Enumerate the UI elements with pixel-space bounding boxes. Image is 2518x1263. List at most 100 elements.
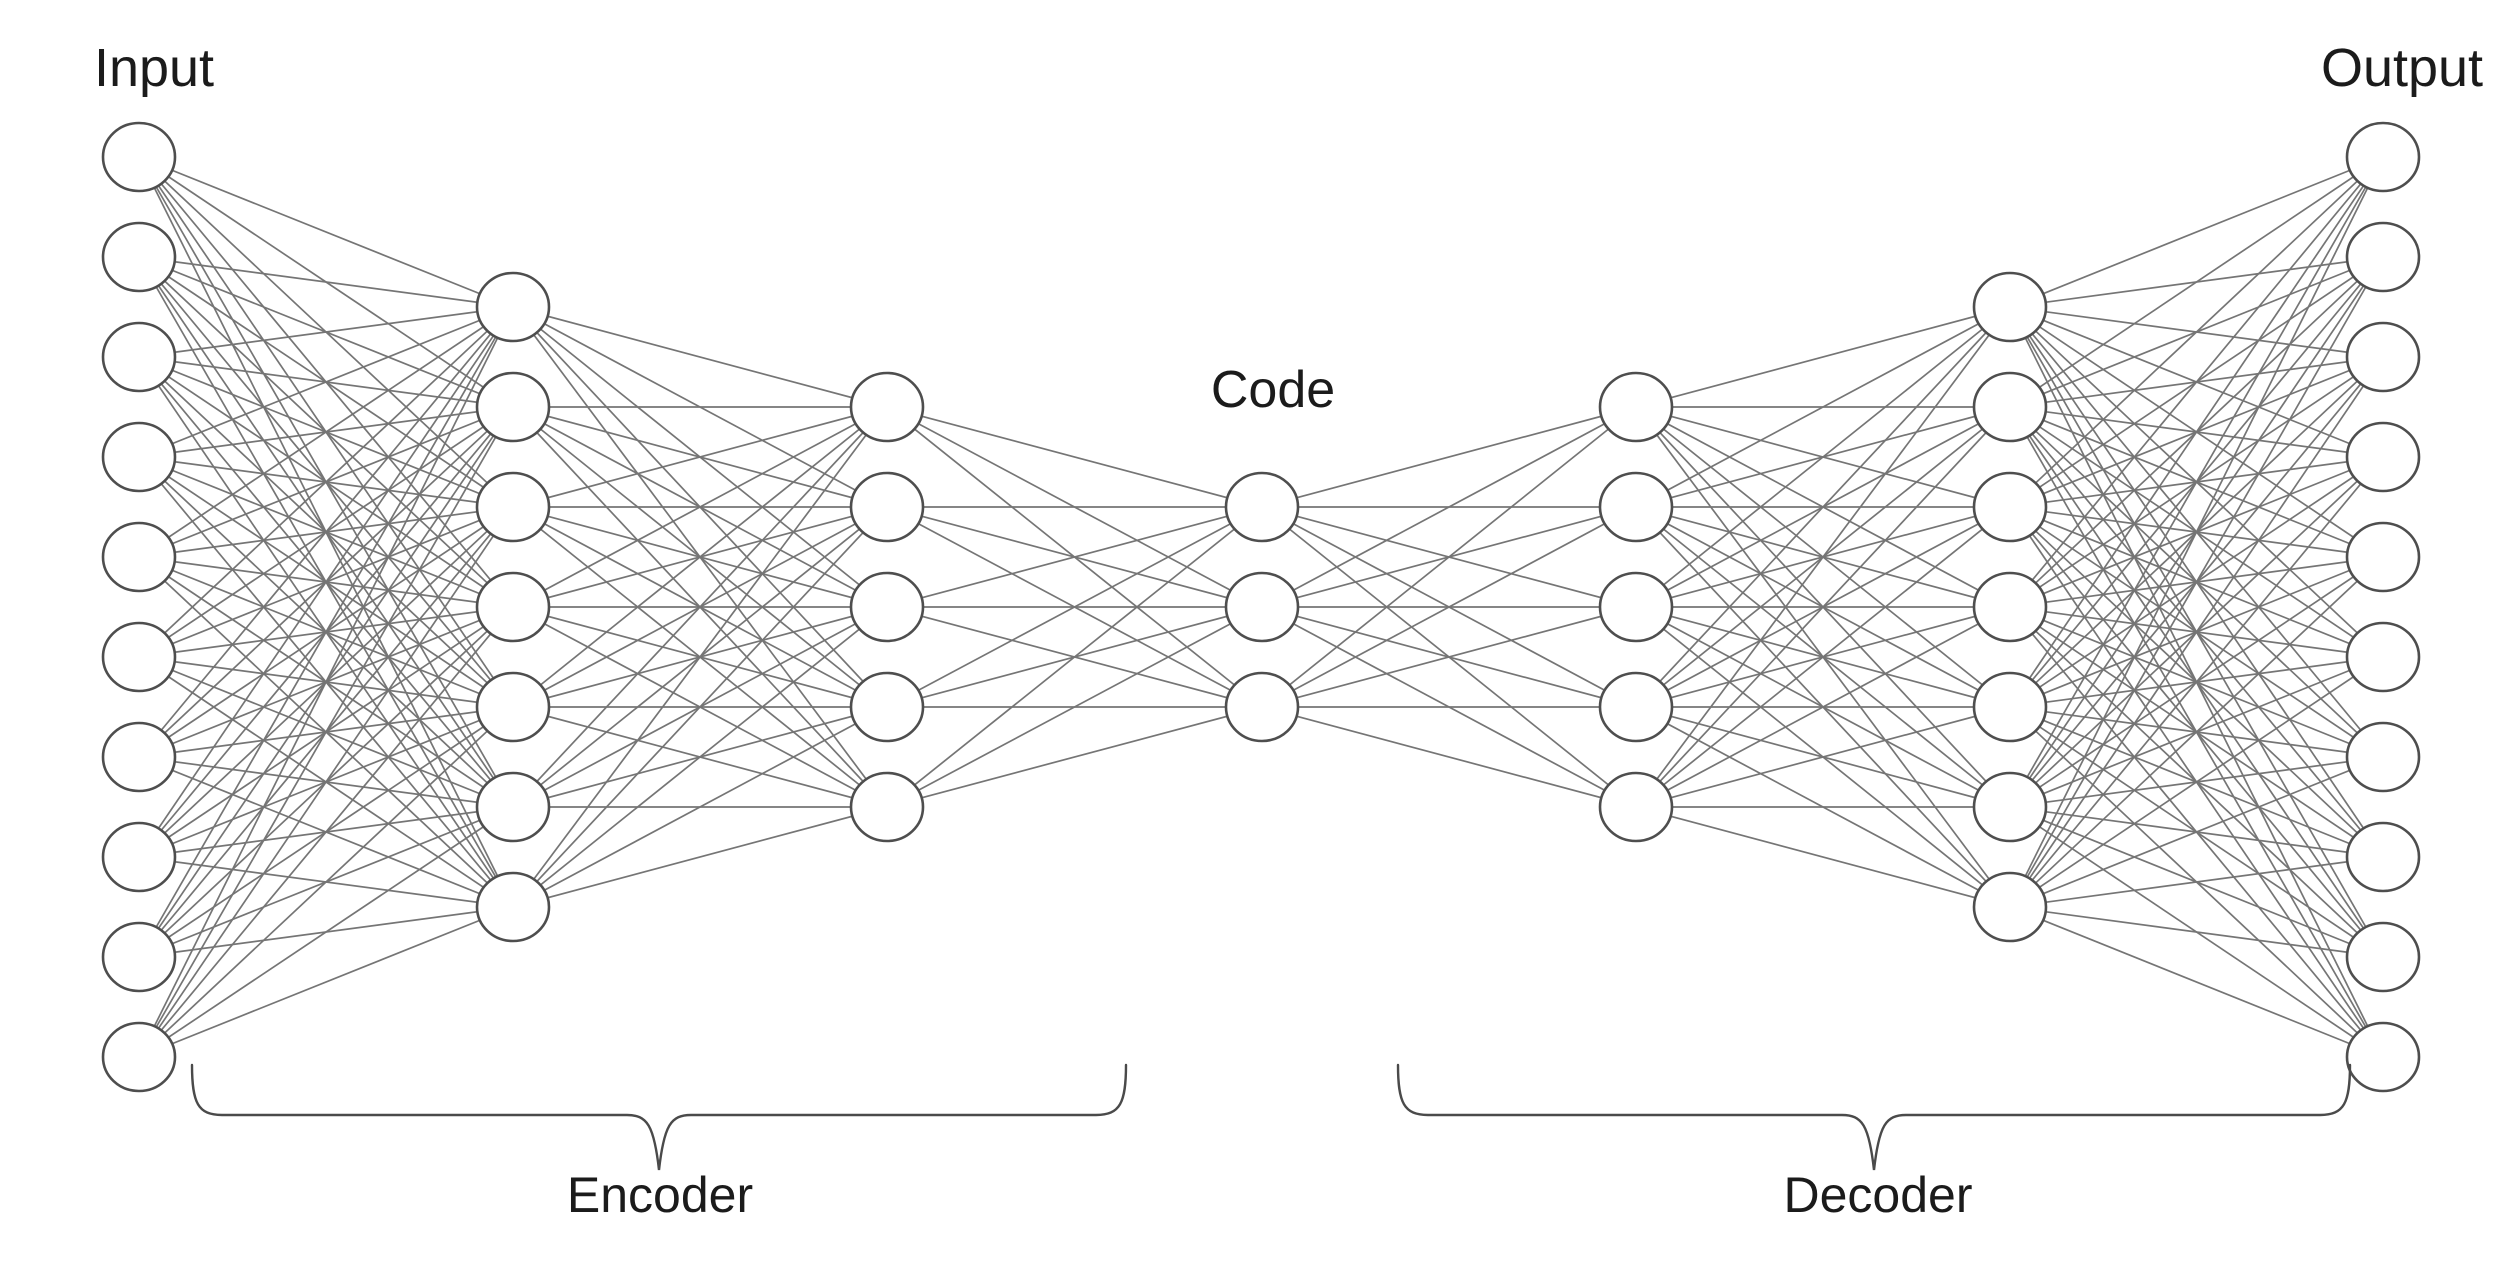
edge-input-to-encoder-hidden-1	[138, 506, 514, 1058]
layer-input	[101, 121, 177, 1093]
node-output-1	[2345, 121, 2421, 193]
node-output-7	[2345, 721, 2421, 793]
label-decoder: Decoder	[1784, 1167, 1973, 1223]
edge-encoder-hidden-1-to-encoder-hidden-2	[512, 406, 888, 908]
node-input-8	[101, 821, 177, 893]
edge-encoder-hidden-1-to-encoder-hidden-2	[512, 406, 888, 708]
node-input-4	[101, 421, 177, 493]
edge-decoder-hidden-1-to-decoder-hidden-2	[1635, 606, 2011, 808]
layer-decoder-hidden-1	[1598, 371, 1674, 843]
edge-input-to-encoder-hidden-1	[138, 406, 514, 1058]
edge-decoder-hidden-1-to-decoder-hidden-2	[1635, 306, 2011, 808]
node-output-2	[2345, 221, 2421, 293]
edges-group	[138, 156, 2384, 1058]
edge-decoder-hidden-2-to-output	[2009, 156, 2384, 708]
edge-input-to-encoder-hidden-1	[138, 306, 514, 458]
node-decoder-hidden-2-2	[1972, 371, 2048, 443]
edge-decoder-hidden-1-to-decoder-hidden-2	[1635, 506, 2011, 808]
edge-code-to-decoder-hidden-1	[1261, 506, 1637, 708]
edge-decoder-hidden-2-to-output	[2009, 906, 2384, 1058]
edge-code-to-decoder-hidden-1	[1261, 406, 1637, 608]
node-encoder-hidden-1-1	[475, 271, 551, 343]
edge-input-to-encoder-hidden-1	[138, 256, 514, 308]
node-input-5	[101, 521, 177, 593]
edge-encoder-hidden-2-to-code	[886, 506, 1263, 708]
edge-decoder-hidden-2-to-output	[2009, 156, 2384, 508]
edge-input-to-encoder-hidden-1	[138, 306, 514, 358]
node-decoder-hidden-2-3	[1972, 471, 2048, 543]
layer-encoder-hidden-1	[475, 271, 551, 943]
edge-input-to-encoder-hidden-1	[138, 306, 514, 758]
node-decoder-hidden-2-1	[1972, 271, 2048, 343]
edge-code-to-decoder-hidden-1	[1261, 706, 1637, 808]
node-input-10	[101, 1021, 177, 1093]
edge-decoder-hidden-2-to-output	[2009, 356, 2384, 908]
edge-decoder-hidden-2-to-output	[2009, 556, 2384, 908]
edge-decoder-hidden-2-to-output	[2009, 156, 2384, 308]
node-output-5	[2345, 521, 2421, 593]
node-encoder-hidden-1-6	[475, 771, 551, 843]
edge-input-to-encoder-hidden-1	[138, 306, 514, 858]
node-input-9	[101, 921, 177, 993]
decoder-brace	[1396, 1063, 2352, 1171]
node-encoder-hidden-2-5	[849, 771, 925, 843]
node-encoder-hidden-1-7	[475, 871, 551, 943]
node-input-7	[101, 721, 177, 793]
node-output-10	[2345, 1021, 2421, 1093]
node-encoder-hidden-2-1	[849, 371, 925, 443]
edge-decoder-hidden-1-to-decoder-hidden-2	[1635, 306, 2011, 708]
edge-decoder-hidden-2-to-output	[2009, 156, 2384, 808]
edge-input-to-encoder-hidden-1	[138, 156, 514, 308]
node-output-9	[2345, 921, 2421, 993]
label-output: Output	[2321, 38, 2483, 98]
node-encoder-hidden-1-3	[475, 471, 551, 543]
layer-code	[1224, 471, 1300, 743]
edge-input-to-encoder-hidden-1	[138, 706, 514, 1058]
edge-code-to-decoder-hidden-1	[1261, 406, 1637, 708]
node-input-1	[101, 121, 177, 193]
edge-encoder-hidden-1-to-encoder-hidden-2	[512, 406, 888, 608]
edge-decoder-hidden-1-to-decoder-hidden-2	[1635, 306, 2011, 608]
node-encoder-hidden-2-3	[849, 571, 925, 643]
edge-encoder-hidden-1-to-encoder-hidden-2	[512, 306, 888, 408]
label-code: Code	[1211, 361, 1335, 419]
edge-encoder-hidden-1-to-encoder-hidden-2	[512, 406, 888, 808]
edge-decoder-hidden-1-to-decoder-hidden-2	[1635, 406, 2011, 808]
edge-input-to-encoder-hidden-1	[138, 306, 514, 958]
edge-decoder-hidden-2-to-output	[2009, 756, 2384, 908]
node-decoder-hidden-1-4	[1598, 671, 1674, 743]
node-code-1	[1224, 471, 1300, 543]
layer-encoder-hidden-2	[849, 371, 925, 843]
edge-decoder-hidden-2-to-output	[2009, 656, 2384, 908]
node-decoder-hidden-2-7	[1972, 871, 2048, 943]
label-encoder: Encoder	[567, 1167, 753, 1223]
node-code-2	[1224, 571, 1300, 643]
edge-decoder-hidden-1-to-decoder-hidden-2	[1635, 706, 2011, 808]
encoder-brace	[190, 1063, 1128, 1171]
edge-encoder-hidden-1-to-encoder-hidden-2	[512, 706, 888, 908]
node-output-6	[2345, 621, 2421, 693]
edge-input-to-encoder-hidden-1	[138, 306, 514, 558]
node-decoder-hidden-1-3	[1598, 571, 1674, 643]
edge-decoder-hidden-1-to-decoder-hidden-2	[1635, 306, 2011, 408]
edge-code-to-decoder-hidden-1	[1261, 406, 1637, 508]
edge-input-to-encoder-hidden-1	[138, 306, 514, 1058]
edge-encoder-hidden-1-to-encoder-hidden-2	[512, 506, 888, 908]
label-input: Input	[94, 38, 214, 98]
edge-decoder-hidden-2-to-output	[2009, 256, 2384, 908]
node-encoder-hidden-1-5	[475, 671, 551, 743]
node-decoder-hidden-2-6	[1972, 771, 2048, 843]
node-decoder-hidden-1-5	[1598, 771, 1674, 843]
edge-decoder-hidden-2-to-output	[2009, 456, 2384, 908]
edge-input-to-encoder-hidden-1	[138, 606, 514, 1058]
node-input-3	[101, 321, 177, 393]
edge-decoder-hidden-1-to-decoder-hidden-2	[1635, 806, 2011, 908]
edge-encoder-hidden-1-to-encoder-hidden-2	[512, 806, 888, 908]
node-decoder-hidden-1-1	[1598, 371, 1674, 443]
edge-encoder-hidden-1-to-encoder-hidden-2	[512, 606, 888, 908]
edge-input-to-encoder-hidden-1	[138, 906, 514, 1058]
node-encoder-hidden-2-2	[849, 471, 925, 543]
edge-input-to-encoder-hidden-1	[138, 806, 514, 1058]
edge-encoder-hidden-2-to-code	[886, 706, 1263, 808]
